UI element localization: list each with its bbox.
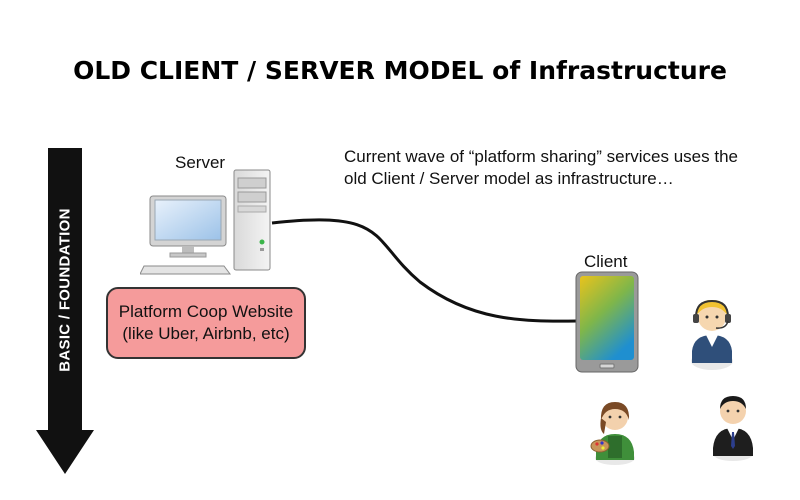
platform-coop-box: Platform Coop Website (like Uber, Airbnb… — [106, 287, 306, 359]
server-label: Server — [175, 153, 226, 172]
businessman-icon — [713, 396, 753, 461]
note-line1: Current wave of “platform sharing” servi… — [344, 147, 738, 166]
platform-box-line1: Platform Coop Website — [118, 301, 294, 321]
painter-icon — [590, 402, 635, 465]
desktop-computer-icon — [140, 169, 271, 275]
note-line2: old Client / Server model as infrastruct… — [344, 169, 674, 189]
page-title: OLD CLIENT / SERVER MODEL of Infrastruct… — [73, 56, 727, 85]
foundation-label: BASIC / FOUNDATION — [56, 208, 74, 372]
foundation-arrow — [36, 148, 94, 474]
description-note: Current wave of “platform sharing” servi… — [344, 146, 784, 190]
client-label: Client — [584, 252, 628, 271]
platform-box-line2: (like Uber, Airbnb, etc) — [122, 324, 290, 343]
down-arrow-icon — [36, 148, 94, 474]
smartphone-icon — [575, 271, 639, 373]
support-agent-icon — [691, 299, 733, 370]
